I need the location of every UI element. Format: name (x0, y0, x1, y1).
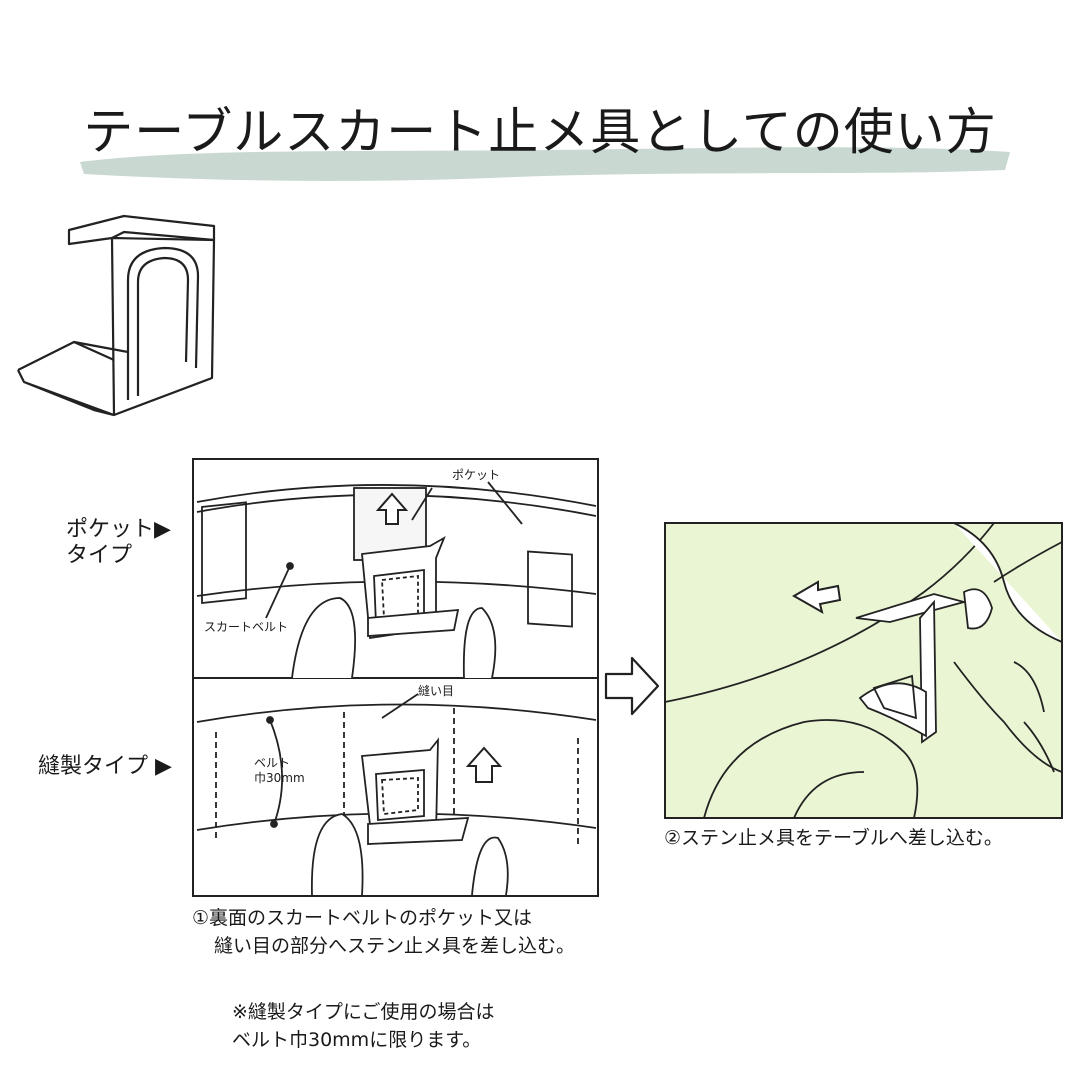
seam-callout: 縫い目 (418, 684, 455, 698)
step1-caption: ①裏面のスカートベルトのポケット又は 縫い目の部分へステン止メ具を差し込む。 (192, 907, 576, 957)
pocket-type-label: ポケット▶ タイプ (66, 517, 171, 568)
clip-product-icon (17, 214, 216, 417)
right-diagram-panel (664, 522, 1063, 819)
belt-callout: スカートベルト (204, 620, 289, 634)
sewn-type-label: 縫製タイプ ▶ (38, 754, 172, 779)
page-title: テーブルスカート止メ具としての使い方 (83, 103, 997, 161)
note-caption: ※縫製タイプにご使用の場合は ベルト巾30mmに限ります。 (232, 1001, 495, 1051)
up-arrow-icon (465, 746, 503, 783)
left-diagram-panel (192, 458, 599, 897)
right-arrow-icon (604, 656, 660, 716)
title-brush-stroke (80, 147, 1010, 181)
step2-caption: ②ステン止メ具をテーブルへ差し込む。 (664, 827, 1003, 849)
left-arrow-icon (792, 580, 842, 615)
width-callout: ベルト 巾30mm (254, 756, 305, 785)
up-arrow-icon (375, 492, 409, 525)
pocket-callout: ポケット (452, 468, 501, 482)
